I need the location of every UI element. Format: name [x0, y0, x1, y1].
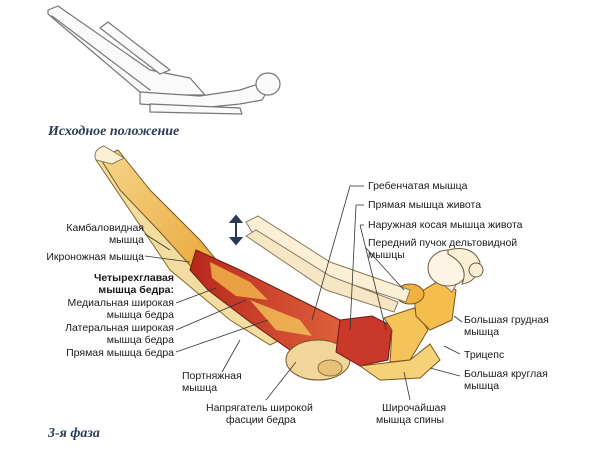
- label-tensor-fasciae-latae-2: фасции бедра: [226, 414, 296, 426]
- label-triceps: Трицепс: [464, 349, 505, 361]
- start-figure: [47, 5, 281, 115]
- label-gastrocnemius: Икроножная мышца: [46, 251, 144, 263]
- label-pectineus: Гребенчатая мышца: [368, 180, 468, 192]
- leader-lines: [144, 185, 463, 401]
- label-pectoralis-major: Большая грудная: [464, 314, 549, 326]
- start-position-heading: Исходное положение: [48, 124, 180, 139]
- label-soleus: Камбаловидная: [66, 222, 144, 234]
- label-pectoralis-major-2: мышца: [464, 326, 500, 338]
- label-external-oblique: Наружная косая мышца живота: [368, 219, 523, 231]
- label-vastus-lateralis-2: мышца бедра: [106, 334, 174, 346]
- label-teres-major: Большая круглая: [464, 368, 548, 380]
- label-rectus-femoris: Прямая мышца бедра: [66, 347, 174, 359]
- label-anterior-deltoid: Передний пучок дельтовидной: [368, 237, 518, 249]
- label-soleus-2: мышца: [108, 234, 144, 246]
- label-rectus-abdominis: Прямая мышца живота: [368, 199, 482, 211]
- label-quadriceps: Четырехглавая: [93, 272, 174, 284]
- label-sartorius: Портняжная: [182, 370, 242, 382]
- phase-heading: 3-я фаза: [48, 426, 100, 441]
- label-teres-major-2: мышца: [464, 380, 500, 392]
- label-latissimus-dorsi: Широчайшая: [382, 402, 447, 414]
- label-quadriceps-2: мышца бедра:: [98, 284, 174, 296]
- label-tensor-fasciae-latae: Напрягатель широкой: [206, 402, 313, 414]
- label-anterior-deltoid-2: мышцы: [368, 249, 405, 261]
- phase3-figure: [94, 145, 484, 381]
- label-vastus-medialis: Медиальная широкая: [67, 297, 174, 309]
- label-vastus-medialis-2: мышца бедра: [106, 309, 174, 321]
- motion-arrow-icon: [228, 214, 244, 246]
- label-vastus-lateralis: Латеральная широкая: [65, 322, 174, 334]
- label-latissimus-dorsi-2: мышца спины: [376, 414, 445, 426]
- label-sartorius-2: мышца: [182, 382, 218, 394]
